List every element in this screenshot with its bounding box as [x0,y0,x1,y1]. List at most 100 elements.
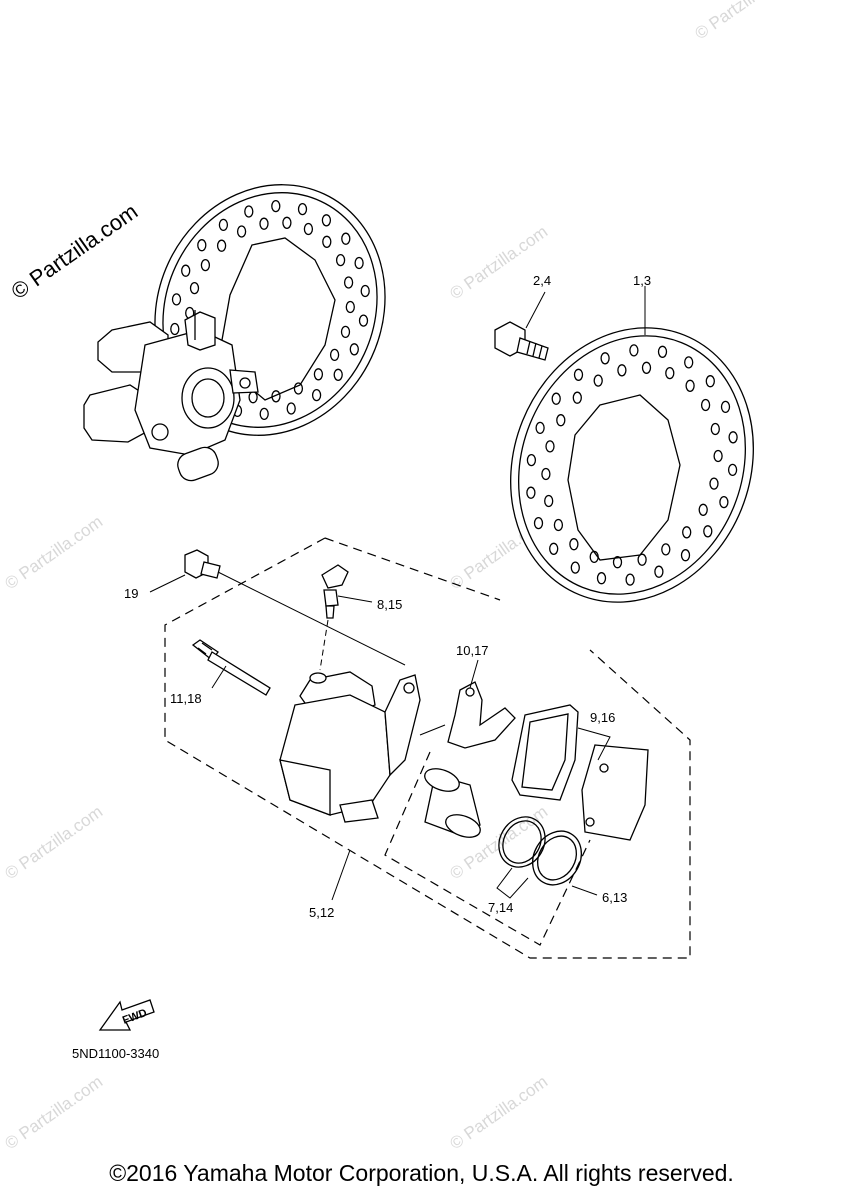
disc-hole [643,362,651,373]
disc-hole [601,353,609,364]
disc-hole [590,551,598,562]
guide-8-15 [320,620,328,670]
guide-19 [218,572,405,665]
caliper-bolt [185,550,220,578]
disc-hole [720,497,728,508]
brake-pads [512,705,648,840]
disc-hole [272,201,280,212]
disc-hole [545,496,553,507]
callout-11-18: 11,18 [170,691,202,706]
disc-hole [571,562,579,573]
disc-hole [685,357,693,368]
disc-hole [714,451,722,462]
watermark-8: © Partzilla.com [691,0,796,43]
disc-hole [260,408,268,419]
disc-hole [542,469,550,480]
caliper-piston [422,764,484,841]
pad-support [448,682,515,748]
disc-hole [655,566,663,577]
watermark-2: © Partzilla.com [1,512,106,593]
disc-hole [710,478,718,489]
disc-hole [342,326,350,337]
fwd-arrow-icon: FWD [100,1000,154,1030]
leader-9-16 [578,728,610,760]
disc-hole [659,346,667,357]
callout-19: 19 [124,586,138,601]
leader-8-15 [338,596,372,602]
leader-7-14 [497,868,528,898]
disc-hole [638,554,646,565]
disc-hole [594,375,602,386]
diagram-code: 5ND1100-3340 [72,1046,159,1061]
leader-10-17 [470,660,478,688]
disc-hole [662,544,670,555]
disc-hole [171,324,179,335]
caliper-body [280,672,420,822]
assembly-boundary [165,538,690,958]
disc-hole [322,215,330,226]
disc-hole [686,380,694,391]
disc-hole [272,391,280,402]
disc-hole [527,487,535,498]
piston-seals [490,808,591,893]
disc-hole [346,302,354,313]
disc-hole [535,518,543,529]
disc-hole [573,392,581,403]
disc-hole [218,240,226,251]
disc-hole [630,345,638,356]
disc-hole [706,376,714,387]
disc-hole [245,206,253,217]
disc-hole [729,464,737,475]
disc-hole [283,217,291,228]
disc-hole [554,520,562,531]
callout-9-16: 9,16 [590,710,615,725]
disc-hole [219,219,227,230]
disc-hole [546,441,554,452]
disc-hole [342,233,350,244]
disc-hole [173,294,181,305]
disc-hole [323,236,331,247]
disc-hole [313,390,321,401]
disc-hole [729,432,737,443]
leader-2-4 [526,292,545,328]
disc-hole [294,383,302,394]
disc-hole [552,393,560,404]
watermark-4: © Partzilla.com [1,802,106,883]
disc-hole [331,349,339,360]
callout-6-13: 6,13 [602,890,627,905]
callout-2-4: 2,4 [533,273,551,288]
leader-19 [150,575,185,592]
disc-hole [683,527,691,538]
guide-10-17 [420,725,445,735]
disc-hole [361,286,369,297]
disc-hole [314,369,322,380]
watermark-1: © Partzilla.com [446,222,551,303]
callout-7-14: 7,14 [488,900,513,915]
disc-hole [345,277,353,288]
disc-hole [550,543,558,554]
disc-hole [722,401,730,412]
disc-hole [201,260,209,271]
watermark-main: © Partzilla.com [7,199,143,305]
disc-hole [527,455,535,466]
leader-6-13 [572,886,597,895]
copyright-notice: ©2016 Yamaha Motor Corporation, U.S.A. A… [109,1160,734,1186]
disc-hole [260,218,268,229]
callout-5-12: 5,12 [309,905,334,920]
leader-11-18 [212,666,226,688]
disc-hole [626,574,634,585]
disc-hole [360,315,368,326]
disc-hole [570,539,578,550]
disc-hole [557,415,565,426]
disc-hole [355,258,363,269]
disc-hole [182,265,190,276]
disc-hole [666,368,674,379]
disc-hole [699,504,707,515]
bleed-screw [322,565,348,618]
disc-hole [299,204,307,215]
brake-disc [470,291,794,639]
disc-hole [334,369,342,380]
disc-bolt [495,322,548,360]
disc-hole [304,224,312,235]
disc-hole [704,526,712,537]
